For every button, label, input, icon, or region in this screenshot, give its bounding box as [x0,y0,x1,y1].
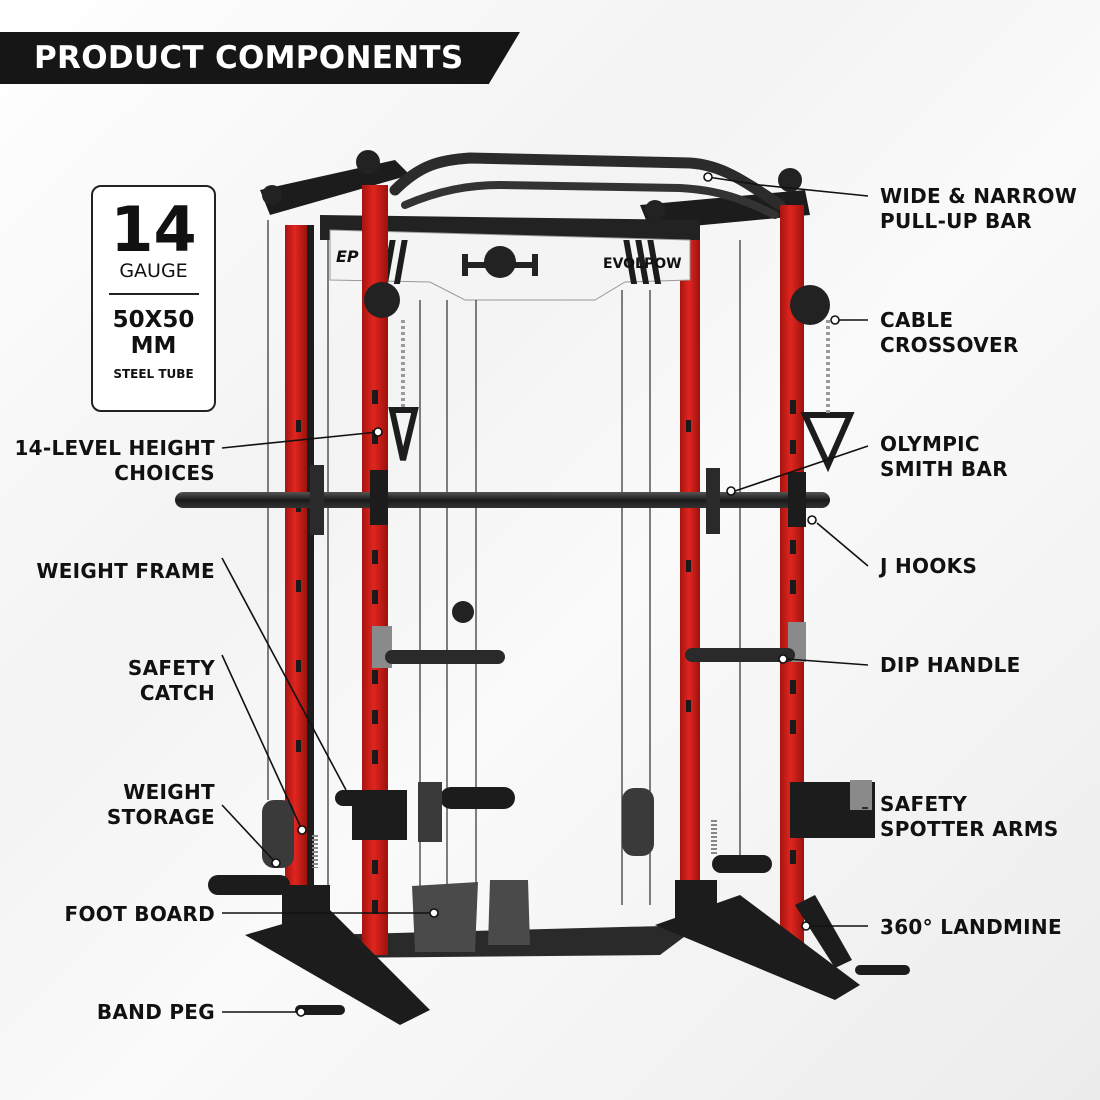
label-weight-storage: WEIGHT STORAGE [106,780,215,829]
rear-left-upright [285,225,307,925]
label-smith-bar: OLYMPIC SMITH BAR [880,432,1008,481]
spec-divider [108,293,199,295]
label-safety-catch: SAFETY CATCH [127,656,215,705]
label-pull-up-bar: WIDE & NARROW PULL-UP BAR [880,184,1078,233]
j-hook-left [370,470,388,525]
leader-dots [271,172,840,1017]
weight-horn-outer [440,787,515,809]
label-dip-handle: DIP HANDLE [880,653,1021,677]
label-spotter-arms: SAFETY SPOTTER ARMS [880,792,1059,841]
gorilla-emblem [462,246,538,278]
plate-logo-mark: EP [336,247,359,266]
pull-up-bar-inner [401,180,779,219]
label-band-peg: BAND PEG [96,1000,215,1024]
left-cable-handle [388,407,419,461]
tube-unit: MM [130,333,177,359]
foot-board-right [488,880,530,945]
spotter-cap-right [850,780,872,810]
spec-badge: 14 GAUGE 50X50 MM STEEL TUBE [91,185,216,412]
label-weight-frame: WEIGHT FRAME [36,559,215,583]
pull-up-bar-shape [389,152,786,211]
weight-horn-inner [335,790,375,806]
weight-frame-post [418,782,442,842]
page-title: PRODUCT COMPONENTS [34,40,464,76]
band-peg-left [295,1005,345,1015]
pulley-stack-right [622,788,654,856]
plate-brand-name: EVOLPOW [603,256,682,272]
cables [267,220,741,930]
j-hook-right [788,472,806,527]
base-left [245,910,430,1025]
label-cable-crossover: CABLE CROSSOVER [880,308,1019,357]
dip-handle-left [385,650,505,664]
tube-material: STEEL TUBE [113,367,194,381]
dip-handle-right [685,648,795,662]
tube-size: 50X50 [112,307,195,333]
weight-storage-peg-left [208,875,290,895]
base-right [655,895,860,1000]
title-banner [0,32,520,84]
band-peg-right [855,965,910,975]
top-left-beam [260,160,410,215]
top-pulleys [262,150,830,325]
smith-carriage-right [706,468,720,534]
post-holes [296,390,796,914]
smith-carriage-left [310,465,324,535]
smith-bar-shape [175,492,830,508]
label-j-hooks: J HOOKS [880,554,978,578]
landmine-sleeve [795,895,852,968]
label-landmine: 360° LANDMINE [880,915,1062,939]
right-cable-handle [800,412,855,473]
label-foot-board: FOOT BOARD [64,902,215,926]
gauge-unit: GAUGE [119,260,188,282]
foot-board-left [412,882,478,952]
base-right-block [675,880,717,918]
base-left-block [282,885,330,925]
leader-lines [221,176,869,1013]
pulley-stack-left [262,800,294,868]
gauge-number: 14 [110,193,197,266]
label-height-choices: 14-LEVEL HEIGHT CHOICES [14,436,215,485]
low-pulley [452,601,474,623]
weight-storage-peg-right [712,855,772,873]
